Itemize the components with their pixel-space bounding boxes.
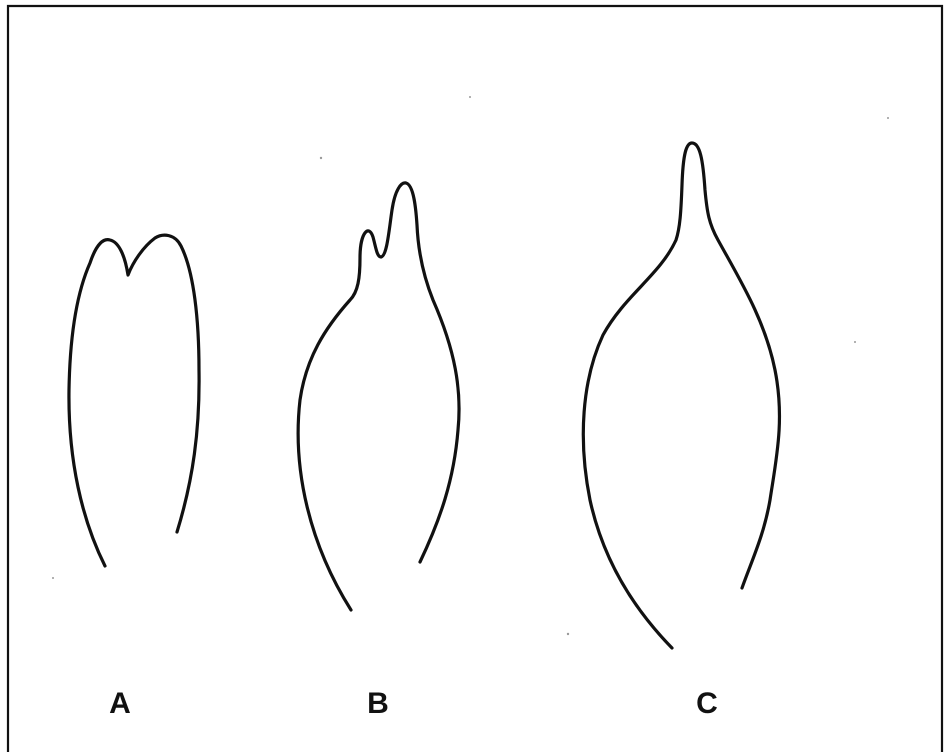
label-c: C xyxy=(696,687,718,720)
leaf-outline-a xyxy=(67,233,201,568)
scan-speck xyxy=(52,577,54,579)
label-a: A xyxy=(109,687,131,720)
scan-speck xyxy=(887,117,889,119)
leaf-outline-b xyxy=(296,181,461,612)
leaf-outline-c xyxy=(581,141,782,650)
scan-speck xyxy=(469,96,471,98)
figure-frame xyxy=(6,4,944,752)
scan-speck xyxy=(566,632,570,636)
scan-speck xyxy=(319,156,323,160)
scan-speck xyxy=(854,341,856,343)
label-b: B xyxy=(367,687,389,720)
